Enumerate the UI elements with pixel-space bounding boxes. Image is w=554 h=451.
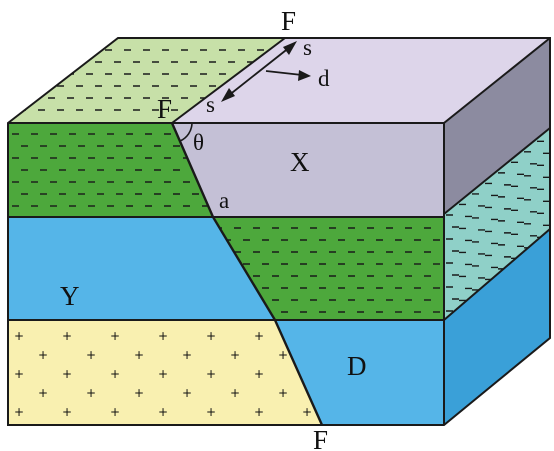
plus-mark: + — [14, 367, 24, 381]
plus-mark: + — [158, 367, 168, 381]
dip-label: d — [318, 66, 330, 91]
plus-mark: + — [86, 348, 96, 362]
plus-mark: + — [134, 386, 144, 400]
plus-mark: + — [206, 405, 216, 419]
block-d-label: D — [347, 351, 367, 381]
block-x-label: X — [290, 147, 310, 177]
plus-mark: + — [254, 367, 264, 381]
plus-mark: + — [62, 367, 72, 381]
plus-mark: + — [134, 348, 144, 362]
fault-label-top: F — [281, 6, 296, 36]
angle-label: θ — [193, 130, 204, 155]
fault-label-mid: F — [157, 94, 172, 124]
plus-mark: + — [206, 367, 216, 381]
strike-label-bottom: s — [206, 92, 215, 117]
plus-mark: + — [86, 386, 96, 400]
plus-mark: + — [38, 348, 48, 362]
plus-mark: + — [158, 329, 168, 343]
point-a-label: a — [219, 188, 229, 213]
plus-mark: + — [62, 329, 72, 343]
plus-mark: + — [182, 386, 192, 400]
plus-mark: + — [230, 348, 240, 362]
plus-mark: + — [302, 405, 312, 419]
plus-mark: + — [14, 405, 24, 419]
plus-mark: + — [14, 329, 24, 343]
plus-mark: + — [110, 367, 120, 381]
plus-mark: + — [62, 405, 72, 419]
plus-mark: + — [206, 329, 216, 343]
plus-mark: + — [230, 386, 240, 400]
strike-label-top: s — [303, 35, 312, 60]
plus-mark: + — [182, 348, 192, 362]
plus-mark: + — [254, 329, 264, 343]
plus-mark: + — [110, 405, 120, 419]
fault-label-bottom: F — [313, 425, 328, 451]
plus-mark: + — [278, 386, 288, 400]
plus-mark: + — [110, 329, 120, 343]
plus-mark: + — [158, 405, 168, 419]
plus-mark: + — [278, 348, 288, 362]
block-y-label: Y — [60, 281, 80, 311]
plus-mark: + — [254, 405, 264, 419]
plus-mark: + — [38, 386, 48, 400]
